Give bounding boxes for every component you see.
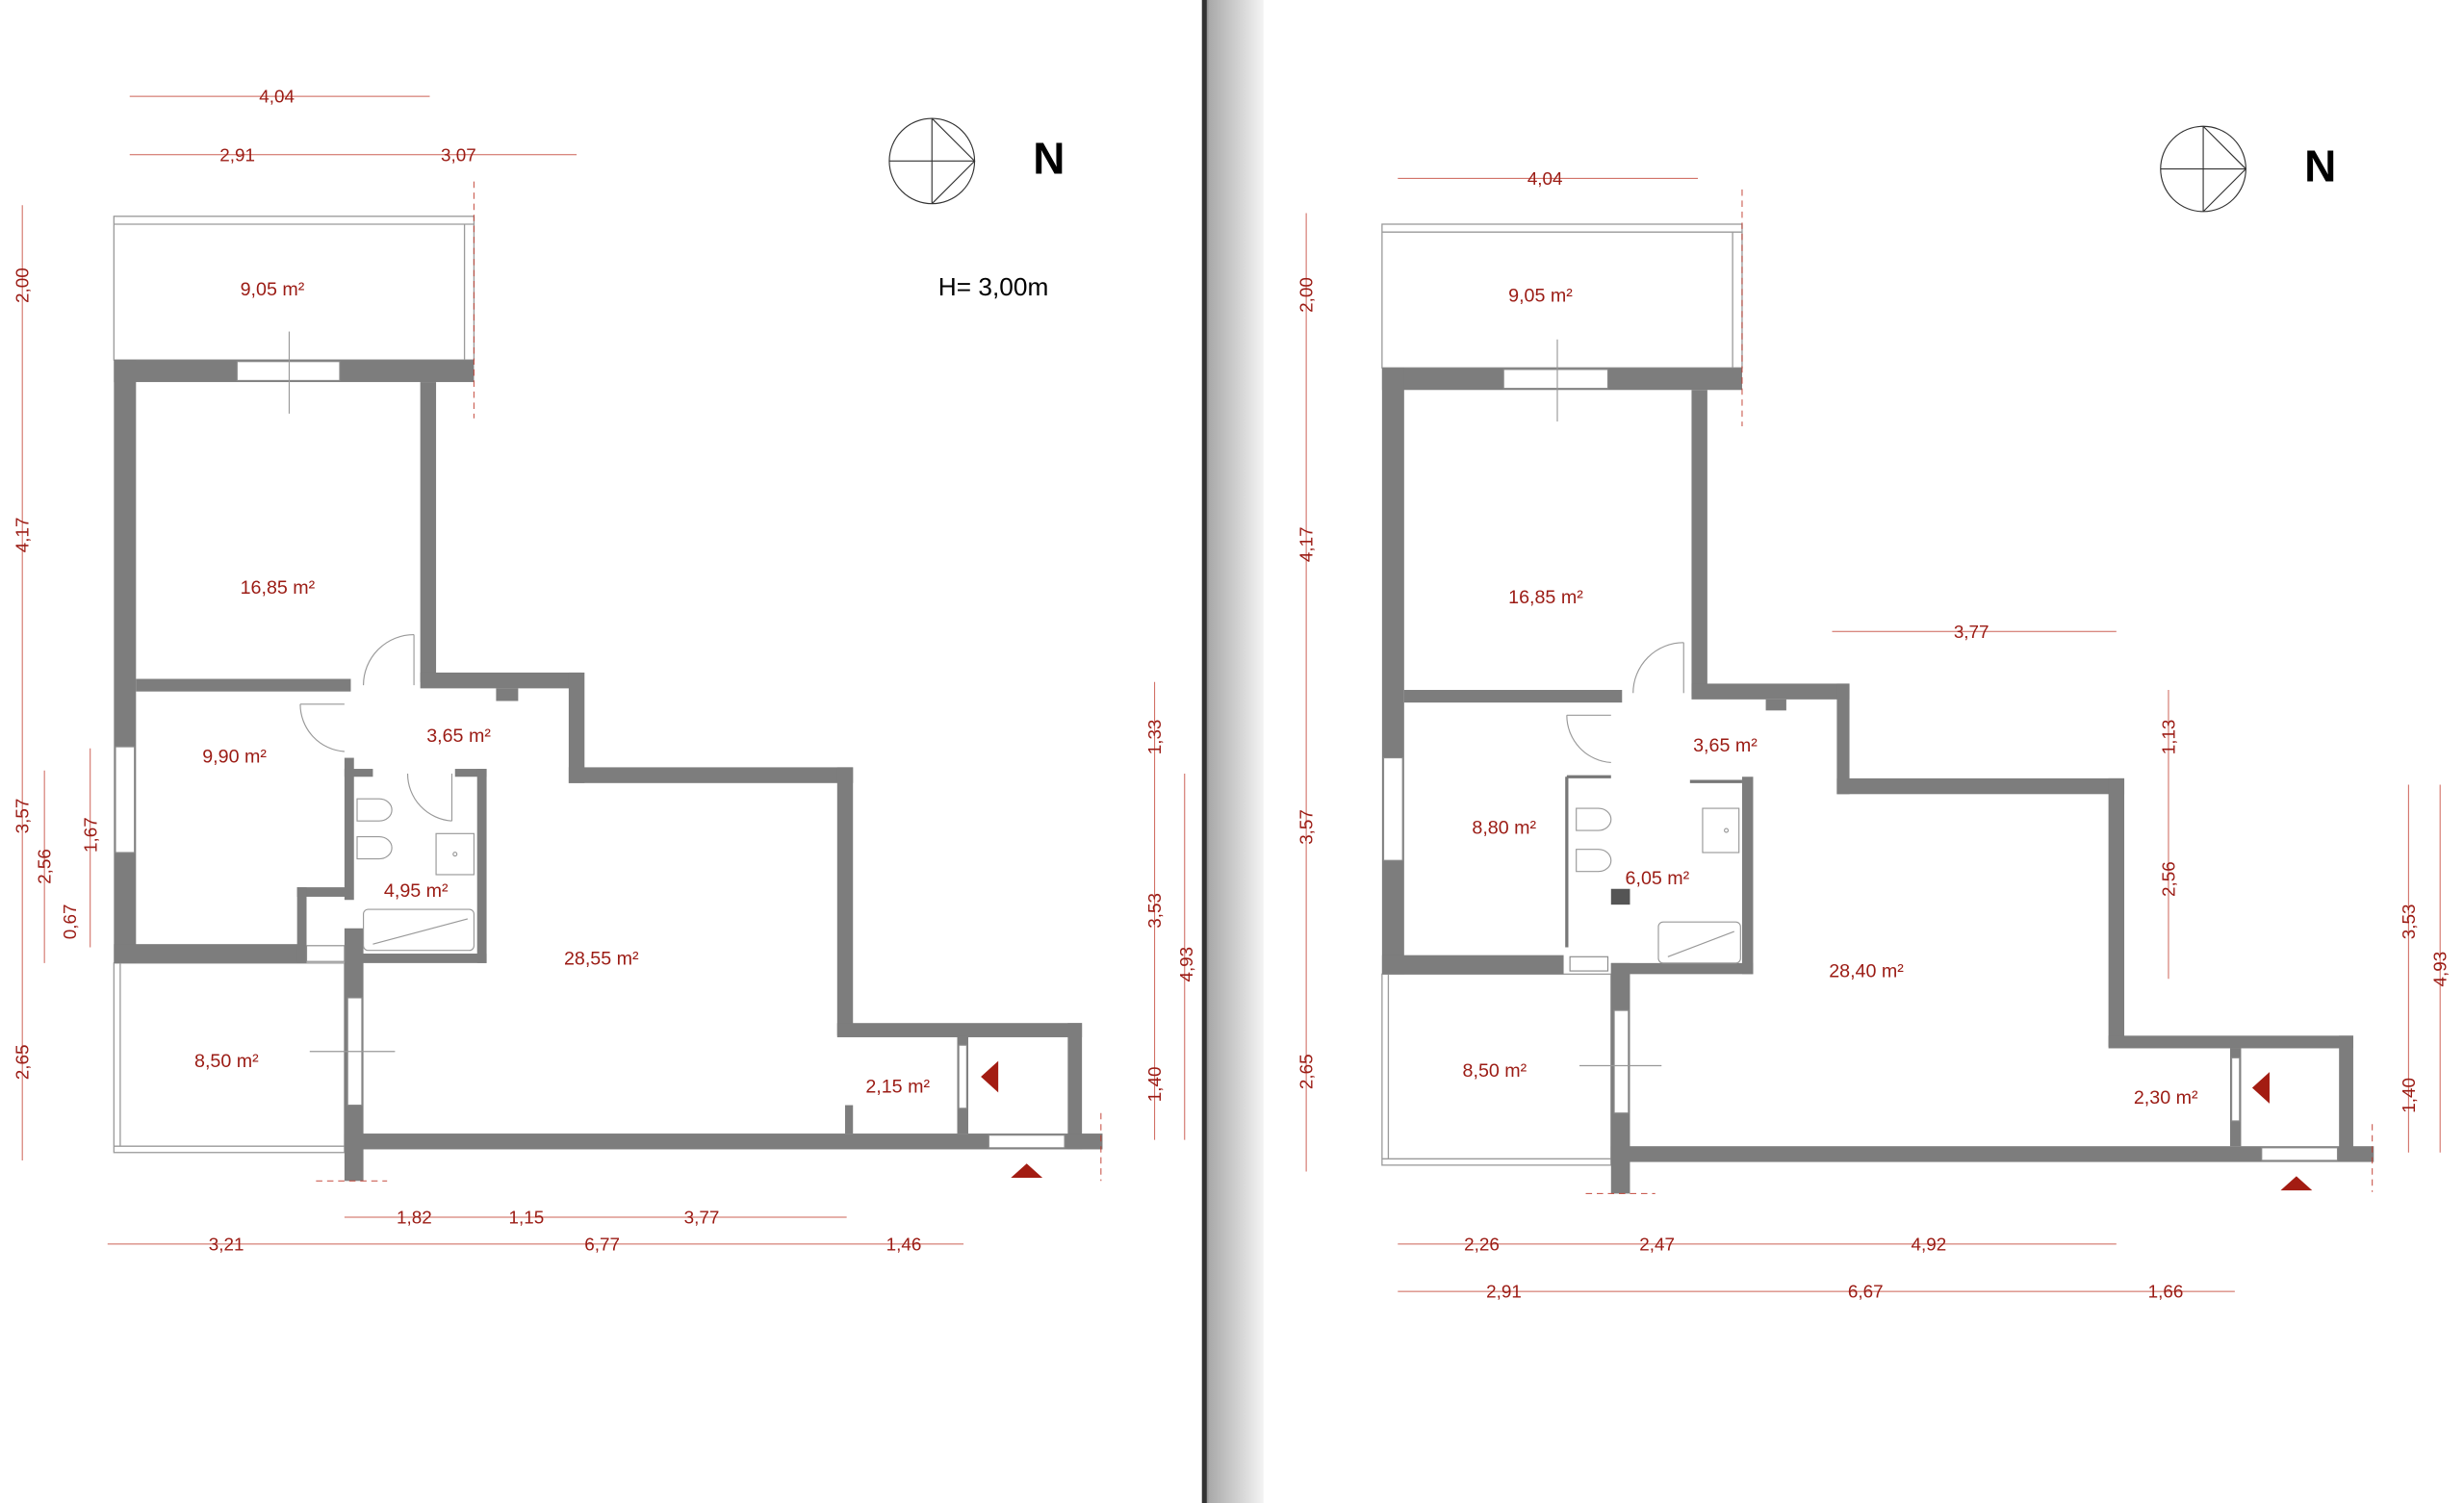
dimension-label: 4,93 bbox=[2430, 952, 2451, 987]
dimension-label: 4,93 bbox=[1176, 947, 1196, 982]
left-floor-plan: N H= 3,00m bbox=[13, 87, 1196, 1255]
dimension-label: 2,00 bbox=[1296, 277, 1317, 313]
door-swing bbox=[406, 773, 452, 822]
area-label: 2,30 m² bbox=[2134, 1087, 2198, 1108]
north-label: N bbox=[1033, 133, 1065, 183]
dimension-label: 1,40 bbox=[1144, 1067, 1165, 1103]
entry-arrow-icon bbox=[2280, 1176, 2313, 1191]
balcony-top bbox=[1381, 223, 1743, 369]
dimension-label: 2,91 bbox=[1486, 1282, 1522, 1302]
ceiling-height-label: H= 3,00m bbox=[938, 272, 1049, 301]
area-label: 28,40 m² bbox=[1829, 961, 1904, 982]
entry-arrow-icon bbox=[2251, 1072, 2270, 1104]
right-floor-plan: N bbox=[1296, 125, 2451, 1302]
door-swing bbox=[1566, 715, 1611, 764]
area-label: 8,80 m² bbox=[1472, 817, 1536, 838]
window bbox=[115, 746, 136, 853]
walls bbox=[1381, 368, 2374, 1194]
walls bbox=[114, 360, 1103, 1182]
bathroom-fixtures bbox=[1576, 807, 1741, 964]
area-label: 2,15 m² bbox=[865, 1076, 930, 1097]
dimension-label: 1,13 bbox=[2159, 720, 2179, 755]
dimension-label: 4,92 bbox=[1912, 1234, 1947, 1254]
dimension-labels: 4,04 3,77 2,00 4,17 3,57 2,65 1,13 2,56 … bbox=[1296, 168, 2451, 1302]
dimension-lines bbox=[1305, 177, 2441, 1292]
area-label: 9,90 m² bbox=[202, 746, 267, 767]
dimension-label: 2,26 bbox=[1464, 1234, 1500, 1254]
dimension-label: 2,56 bbox=[2159, 861, 2179, 897]
page-gutter bbox=[1201, 0, 1264, 1503]
area-label: 3,65 m² bbox=[1693, 735, 1758, 756]
dimension-label: 3,77 bbox=[684, 1208, 720, 1228]
dimension-label: 1,15 bbox=[509, 1208, 545, 1228]
dimension-label: 1,66 bbox=[2148, 1282, 2184, 1302]
dimension-label: 0,67 bbox=[60, 904, 80, 940]
dimension-label: 6,77 bbox=[584, 1234, 620, 1254]
dimension-label: 4,04 bbox=[1527, 168, 1563, 189]
area-label: 4,95 m² bbox=[384, 880, 449, 902]
area-label: 6,05 m² bbox=[1626, 868, 1690, 889]
entry-arrow-icon bbox=[981, 1060, 999, 1093]
bathroom-fixtures bbox=[356, 798, 475, 952]
window bbox=[1613, 1009, 1630, 1114]
door-swing bbox=[1632, 642, 1684, 694]
dimension-label: 4,04 bbox=[259, 87, 295, 107]
dimension-label: 4,17 bbox=[13, 518, 33, 553]
area-label: 16,85 m² bbox=[241, 577, 316, 599]
compass-icon bbox=[2160, 125, 2247, 213]
area-label: 3,65 m² bbox=[426, 726, 491, 747]
dimension-label: 2,65 bbox=[13, 1045, 33, 1081]
north-label: N bbox=[2304, 141, 2336, 191]
dimension-label: 2,91 bbox=[219, 144, 255, 165]
dimension-label: 3,53 bbox=[2399, 904, 2419, 940]
dimension-label: 3,77 bbox=[1954, 622, 1989, 642]
area-label: 8,50 m² bbox=[1463, 1060, 1527, 1082]
compass-icon bbox=[888, 117, 976, 205]
entrance-door bbox=[2261, 1147, 2339, 1161]
dimension-label: 1,67 bbox=[80, 817, 100, 853]
dimension-label: 2,56 bbox=[35, 849, 55, 884]
area-label: 8,50 m² bbox=[194, 1051, 259, 1072]
dimension-label: 6,67 bbox=[1848, 1282, 1884, 1302]
dimension-label: 4,17 bbox=[1296, 526, 1317, 562]
window bbox=[236, 361, 341, 381]
dimension-label: 3,57 bbox=[13, 799, 33, 834]
dimension-labels: 4,04 2,91 3,07 2,00 4,17 3,57 2,56 1,67 … bbox=[13, 87, 1196, 1255]
dimension-label: 2,47 bbox=[1639, 1234, 1675, 1254]
dimension-lines bbox=[21, 95, 1186, 1245]
page-divider bbox=[1201, 0, 1207, 1503]
door-swing bbox=[299, 703, 345, 752]
dimension-label: 1,82 bbox=[397, 1208, 432, 1228]
dimension-label: 2,65 bbox=[1296, 1054, 1317, 1089]
area-label: 9,05 m² bbox=[1508, 285, 1573, 306]
dimension-label: 1,46 bbox=[886, 1234, 922, 1254]
entrance-door bbox=[988, 1134, 1065, 1149]
dimension-label: 1,33 bbox=[1144, 720, 1165, 755]
dimension-label: 3,53 bbox=[1144, 893, 1165, 929]
area-label: 9,05 m² bbox=[241, 279, 305, 300]
window bbox=[1502, 369, 1609, 390]
dimension-label: 2,00 bbox=[13, 267, 33, 303]
dimension-label: 1,40 bbox=[2399, 1078, 2419, 1113]
window bbox=[1382, 756, 1403, 861]
dimension-label: 3,07 bbox=[441, 144, 476, 165]
area-label: 28,55 m² bbox=[564, 949, 639, 970]
door-swing bbox=[363, 634, 415, 686]
entry-arrow-icon bbox=[1011, 1163, 1043, 1179]
area-label: 16,85 m² bbox=[1508, 587, 1583, 608]
dimension-label: 3,57 bbox=[1296, 809, 1317, 845]
dimension-label: 3,21 bbox=[209, 1234, 244, 1254]
